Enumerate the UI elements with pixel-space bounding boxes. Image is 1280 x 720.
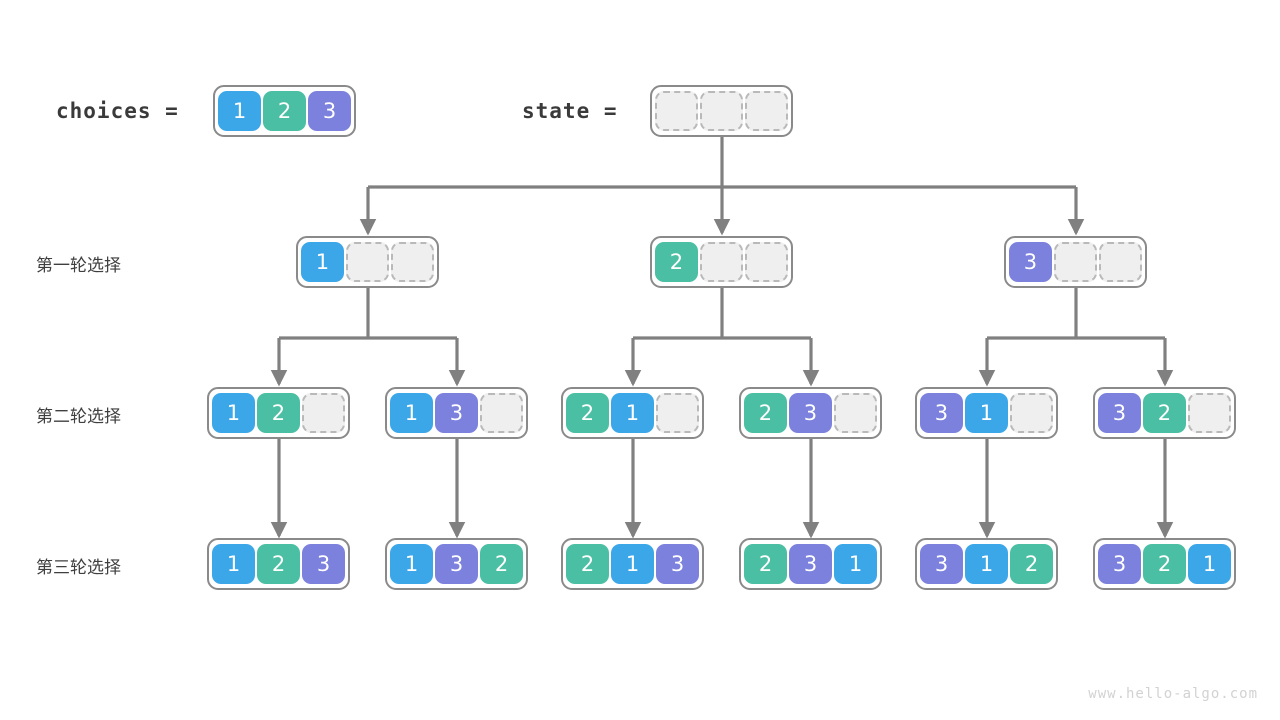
array-cell-empty [833,393,877,433]
array-cell-empty [1053,242,1097,282]
round1-node: 2 [650,236,793,288]
array-cell-filled: 3 [920,393,963,433]
array-cell-filled: 1 [301,242,344,282]
array-cell-filled: 3 [1009,242,1052,282]
array-cell-empty [1187,393,1231,433]
array-cell-filled: 2 [566,393,609,433]
array-cell-filled: 3 [788,393,832,433]
array-cell-empty [1009,393,1053,433]
array-cell-filled: 1 [212,544,255,584]
array-cell-empty [745,91,788,131]
round1-node: 3 [1004,236,1147,288]
watermark: www.hello-algo.com [1088,686,1258,702]
array-cell-filled: 2 [655,242,698,282]
array-cell-filled: 2 [744,393,787,433]
array-cell-filled: 3 [1098,544,1141,584]
array-cell-empty [301,393,345,433]
array-cell-filled: 3 [789,544,832,584]
array-cell-filled: 3 [308,91,351,131]
array-cell-filled: 1 [611,544,654,584]
array-cell-empty [345,242,389,282]
array-cell-filled: 3 [435,544,478,584]
array-cell-filled: 1 [1188,544,1231,584]
array-cell-filled: 2 [1142,393,1186,433]
array-cell-filled: 2 [256,393,300,433]
array-cell-filled: 2 [1010,544,1053,584]
array-cell-filled: 2 [257,544,300,584]
round1-node: 1 [296,236,439,288]
choices-label: choices = [56,99,179,123]
array-cell-empty [700,91,743,131]
array-cell-empty [699,242,743,282]
array-cell-filled: 1 [212,393,255,433]
array-cell-filled: 1 [610,393,654,433]
array-cell-empty [1098,242,1142,282]
array-cell-empty [655,91,698,131]
array-cell-filled: 3 [920,544,963,584]
array-cell-filled: 3 [434,393,478,433]
row-label-round3: 第三轮选择 [36,558,121,578]
array-cell-empty [655,393,699,433]
row-label-round2: 第二轮选择 [36,407,121,427]
array-cell-filled: 2 [263,91,306,131]
array-cell-filled: 1 [390,544,433,584]
array-cell-filled: 2 [744,544,787,584]
array-cell-empty [479,393,523,433]
row-label-round1: 第一轮选择 [36,256,121,276]
array-cell-filled: 3 [1098,393,1141,433]
array-cell-filled: 1 [965,544,1008,584]
state-label: state = [522,99,618,123]
array-cell-filled: 3 [302,544,345,584]
array-cell-empty [744,242,788,282]
array-cell-filled: 2 [566,544,609,584]
array-cell-filled: 1 [390,393,433,433]
array-cell-filled: 1 [964,393,1008,433]
array-cell-filled: 2 [480,544,523,584]
array-cell-filled: 1 [218,91,261,131]
array-cell-empty [390,242,434,282]
array-cell-filled: 2 [1143,544,1186,584]
state-array [650,85,793,137]
array-cell-filled: 3 [656,544,699,584]
array-cell-filled: 1 [834,544,877,584]
